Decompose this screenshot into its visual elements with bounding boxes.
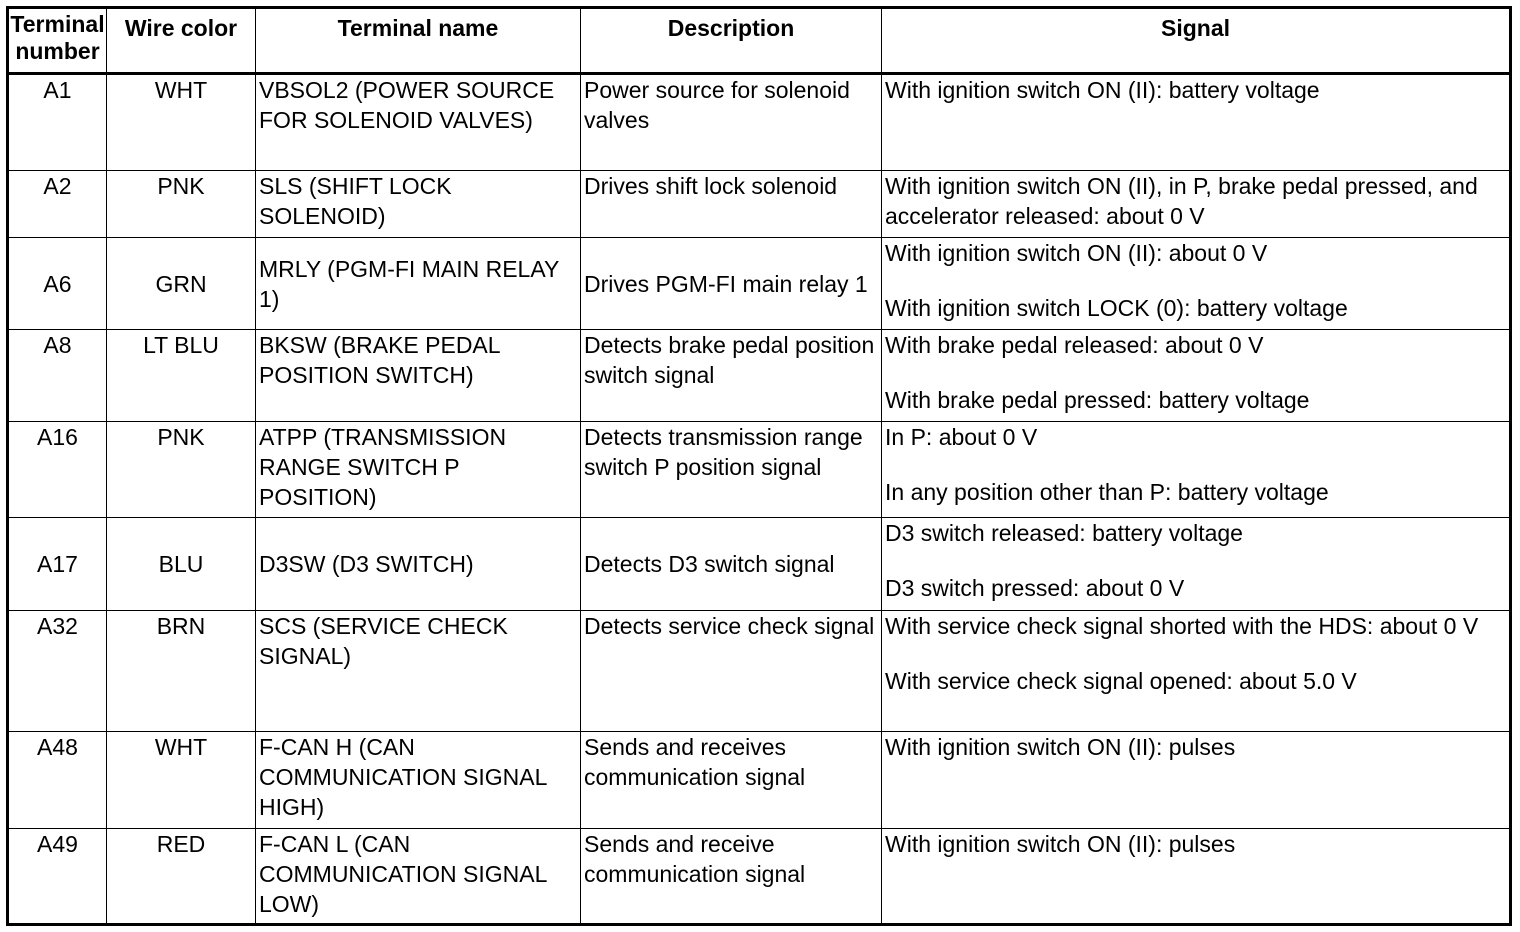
header-terminal-name: Terminal name <box>255 7 581 75</box>
cell-terminal-name: D3SW (D3 SWITCH) <box>255 517 581 611</box>
cell-wire-color: BLU <box>106 517 256 611</box>
cell-terminal-number: A2 <box>7 170 107 239</box>
cell-signal: With service check signal shorted with t… <box>881 609 1511 732</box>
cell-wire-color: GRN <box>106 237 256 331</box>
cell-signal: With ignition switch ON (II), in P, brak… <box>881 170 1511 239</box>
cell-signal: D3 switch released: battery voltage D3 sw… <box>881 517 1511 611</box>
signal-line: With brake pedal released: about 0 V <box>885 332 1264 359</box>
signal-line: With ignition switch ON (II): pulses <box>885 830 1236 857</box>
cell-signal: With ignition switch ON (II): about 0 V W… <box>881 237 1511 331</box>
cell-terminal-name: BKSW (BRAKE PEDAL POSITION SWITCH) <box>255 329 581 423</box>
signal-line: With service check signal shorted with t… <box>885 612 1479 639</box>
cell-terminal-number: A17 <box>7 517 107 611</box>
signal-line: With ignition switch ON (II): about 0 V <box>885 240 1268 267</box>
cell-signal: With ignition switch ON (II): battery vo… <box>881 72 1511 172</box>
cell-description: Drives PGM-FI main relay 1 <box>580 237 882 331</box>
cell-description: Detects transmission range switch P posi… <box>580 421 882 519</box>
signal-line: D3 switch pressed: about 0 V <box>885 575 1185 602</box>
cell-terminal-name: ATPP (TRANSMISSION RANGE SWITCH P POSITI… <box>255 421 581 519</box>
signal-line: With ignition switch ON (II): pulses <box>885 733 1236 760</box>
cell-terminal-name: F-CAN H (CAN COMMUNICATION SIGNAL HIGH) <box>255 730 581 829</box>
cell-terminal-name: SLS (SHIFT LOCK SOLENOID) <box>255 170 581 239</box>
signal-line: In P: about 0 V <box>885 424 1038 451</box>
signal-line: With ignition switch ON (II): battery vo… <box>885 77 1320 103</box>
terminal-table: Terminal number Wire color Terminal name… <box>6 6 1512 926</box>
cell-wire-color: PNK <box>106 421 256 519</box>
cell-terminal-name: MRLY (PGM-FI MAIN RELAY 1) <box>255 237 581 331</box>
cell-description: Detects service check signal <box>580 609 882 732</box>
signal-line: With ignition switch ON (II), in P, brak… <box>885 173 1478 230</box>
cell-terminal-number: A8 <box>7 329 107 423</box>
signal-line: D3 switch released: battery voltage <box>885 520 1243 547</box>
header-description: Description <box>580 7 882 75</box>
cell-terminal-name: VBSOL2 (POWER SOURCE FOR SOLENOID VALVES… <box>255 72 581 172</box>
cell-description: Detects brake pedal position switch sign… <box>580 329 882 423</box>
header-row: Terminal number Wire color Terminal name… <box>7 7 1511 75</box>
cell-terminal-number: A48 <box>7 730 107 829</box>
cell-terminal-number: A16 <box>7 421 107 519</box>
cell-description: Drives shift lock solenoid <box>580 170 882 239</box>
cell-terminal-number: A49 <box>7 827 107 926</box>
header-wire-color: Wire color <box>106 7 256 75</box>
header-terminal-number: Terminal number <box>7 7 107 75</box>
cell-description: Power source for solenoid valves <box>580 72 882 172</box>
cell-wire-color: BRN <box>106 609 256 732</box>
cell-wire-color: WHT <box>106 730 256 829</box>
cell-description: Sends and receives communication signal <box>580 730 882 829</box>
cell-wire-color: WHT <box>106 72 256 172</box>
cell-description: Sends and receive communication signal <box>580 827 882 926</box>
header-signal: Signal <box>881 7 1511 75</box>
cell-signal: With brake pedal released: about 0 V With… <box>881 329 1511 423</box>
cell-terminal-name: F-CAN L (CAN COMMUNICATION SIGNAL LOW) <box>255 827 581 926</box>
cell-wire-color: LT BLU <box>106 329 256 423</box>
signal-line: In any position other than P: battery vo… <box>885 479 1329 506</box>
cell-signal: With ignition switch ON (II): pulses <box>881 730 1511 829</box>
signal-line: With ignition switch LOCK (0): battery v… <box>885 295 1348 322</box>
signal-line: With brake pedal pressed: battery voltag… <box>885 387 1310 414</box>
cell-wire-color: RED <box>106 827 256 926</box>
cell-wire-color: PNK <box>106 170 256 239</box>
cell-signal: In P: about 0 V In any position other tha… <box>881 421 1511 519</box>
cell-terminal-number: A6 <box>7 237 107 331</box>
cell-terminal-name: SCS (SERVICE CHECK SIGNAL) <box>255 609 581 732</box>
cell-signal: With ignition switch ON (II): pulses <box>881 827 1511 926</box>
cell-description: Detects D3 switch signal <box>580 517 882 611</box>
cell-terminal-number: A1 <box>7 72 107 172</box>
signal-line: With service check signal opened: about … <box>885 667 1357 694</box>
cell-terminal-number: A32 <box>7 609 107 732</box>
